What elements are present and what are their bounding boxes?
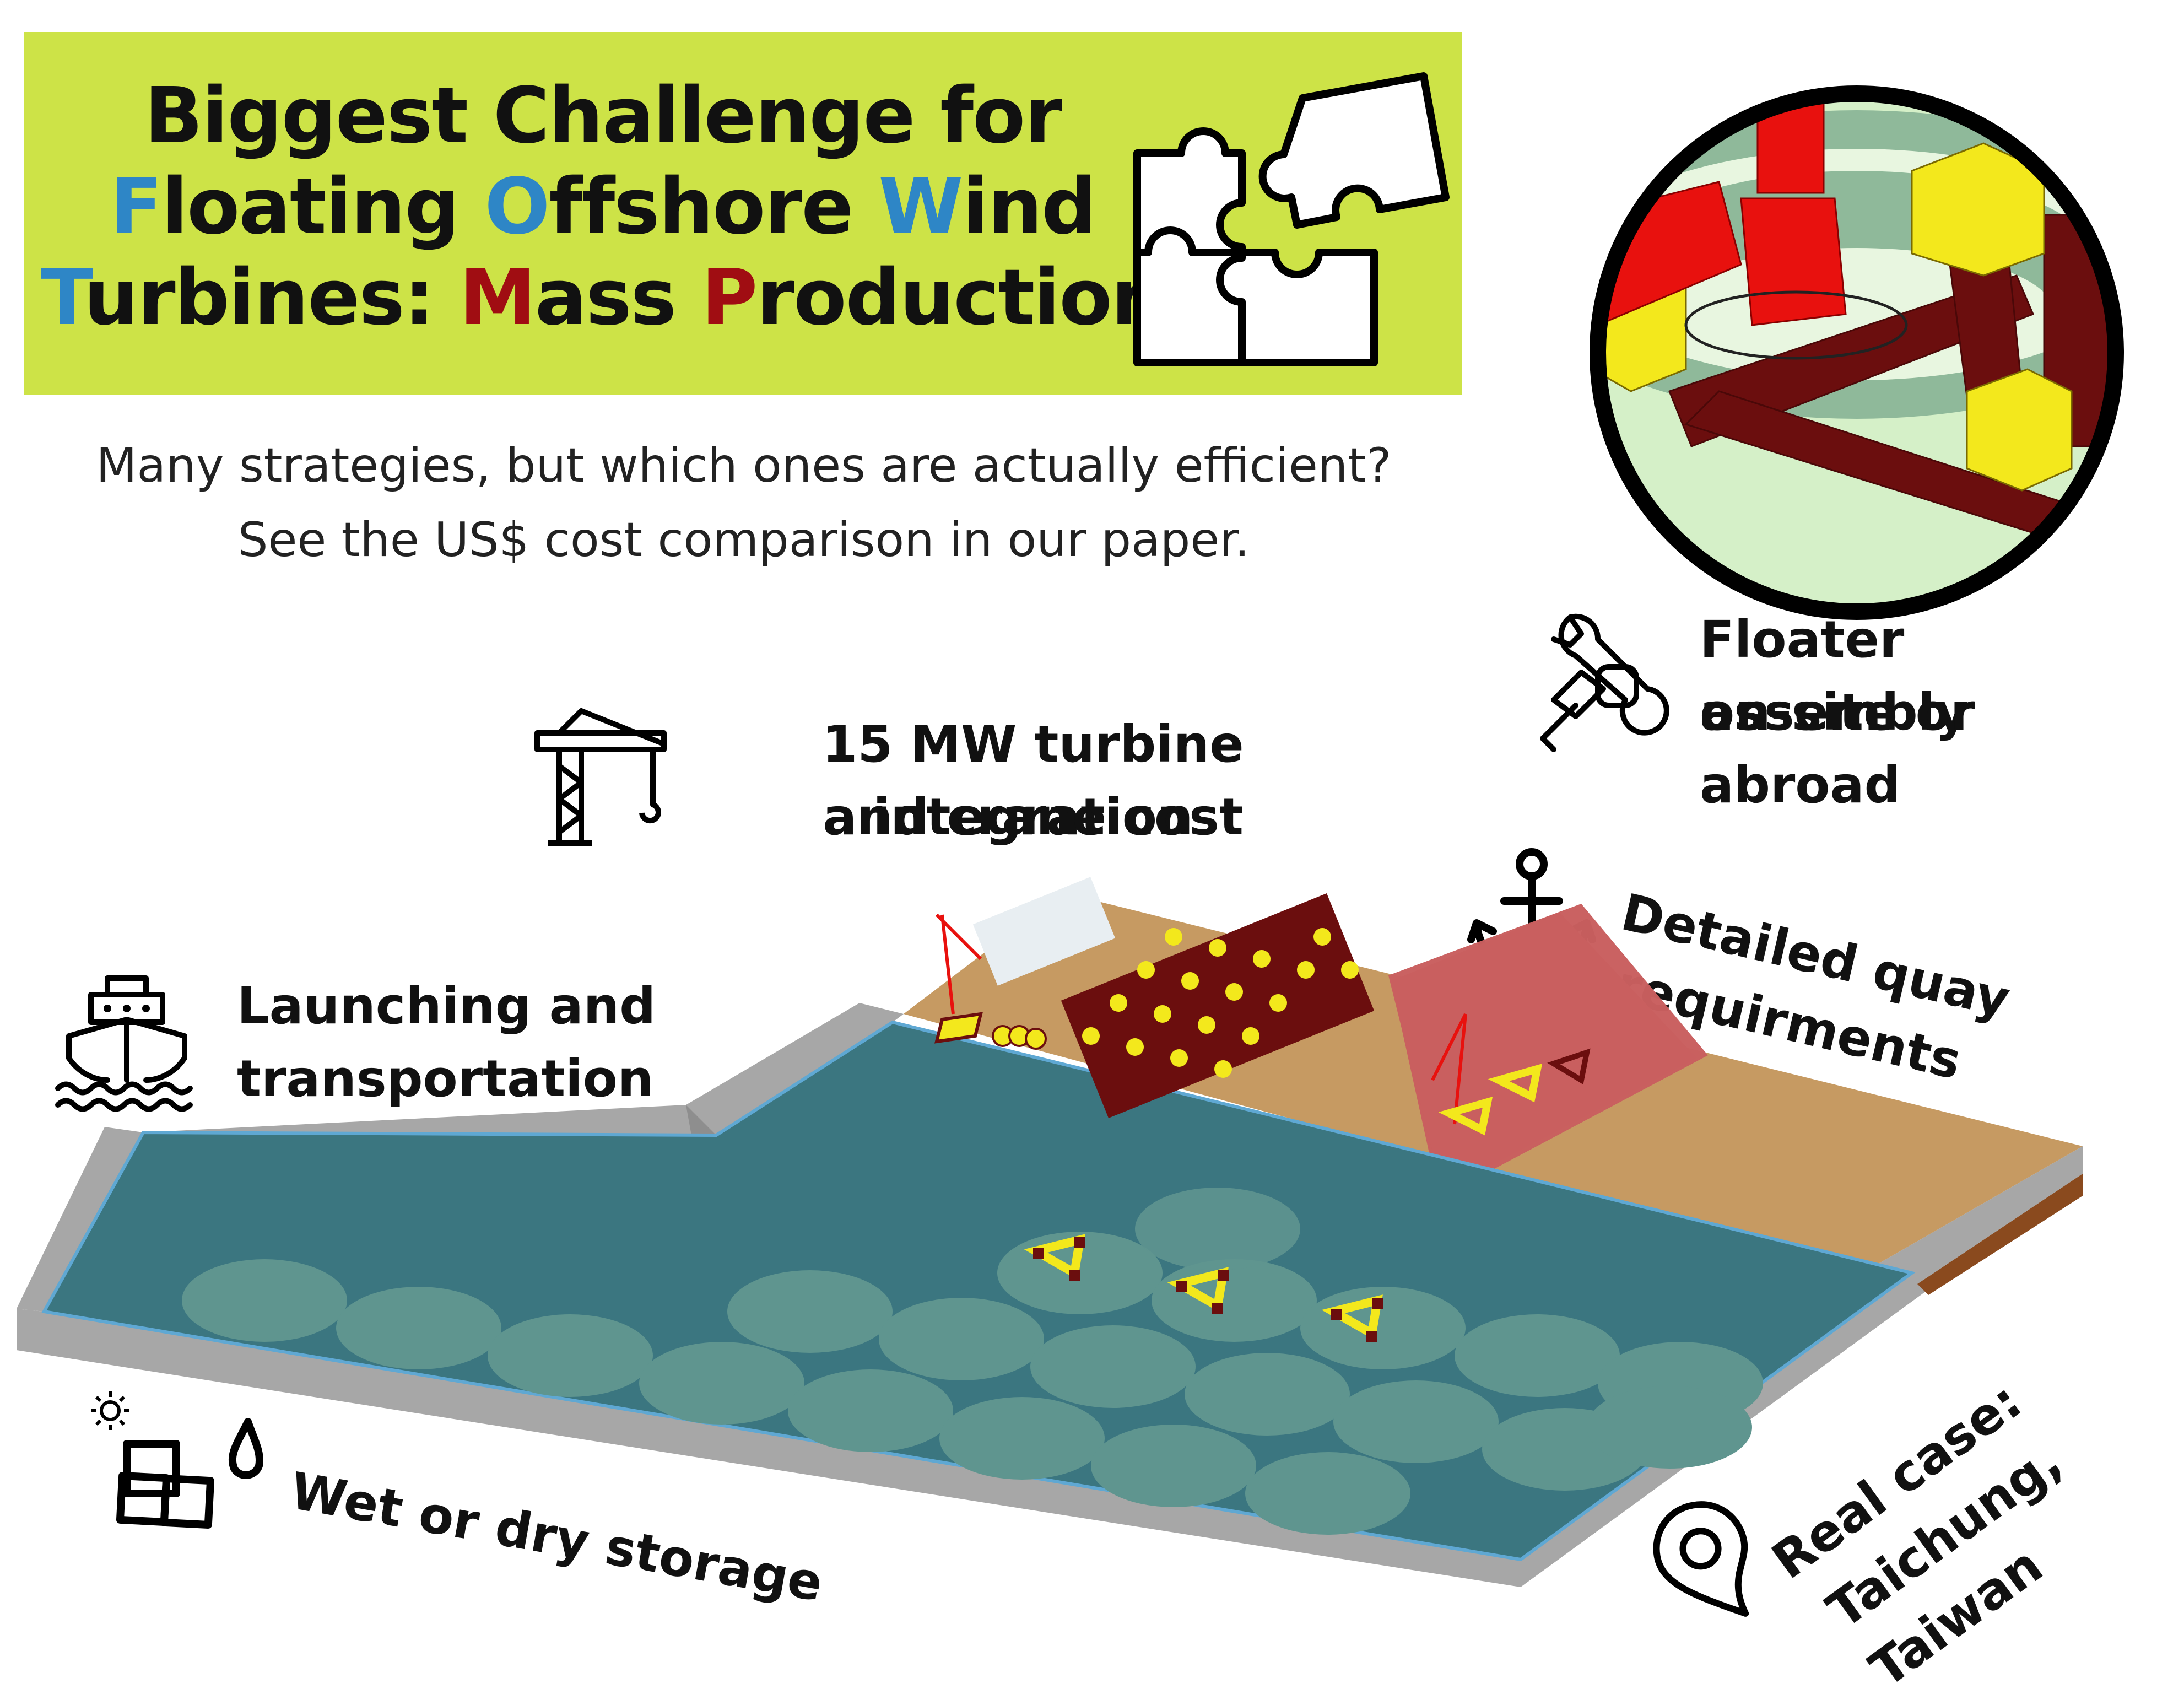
title-letter-t: T	[40, 253, 85, 343]
turbine-integration-zone	[934, 877, 1116, 1050]
title-letter-o: O	[484, 162, 550, 252]
crane-icon	[534, 708, 667, 846]
title-word: urbines:	[83, 253, 459, 343]
title-word: roduction	[756, 253, 1166, 343]
title-word: ass	[534, 253, 701, 343]
wrench-hand-icon	[1540, 613, 1669, 752]
left-wall	[17, 1127, 143, 1312]
turbine-integration-line-2: and crane cost	[823, 787, 1244, 846]
title-letter-m: M	[459, 253, 536, 343]
launching-line-1: Launching and	[237, 976, 656, 1035]
title-word: loating	[161, 162, 485, 252]
floaters-in-water	[1024, 1234, 1383, 1341]
floater-assembly-line-2: on-site or abroad	[1700, 683, 1976, 814]
launching-line-2: transportation	[237, 1049, 654, 1108]
title-line-3: Turbines: Mass Production	[24, 257, 1181, 339]
floater-render-icon	[1590, 85, 2124, 620]
title-letter-f: F	[110, 162, 163, 252]
puzzle-icon	[1133, 72, 1450, 366]
title-letter-w: W	[878, 162, 963, 252]
floaters-on-quay	[1061, 893, 1375, 1119]
storage-boxes-icon	[91, 1391, 263, 1529]
title-line-1: Biggest Challenge for	[144, 71, 1063, 161]
subtitle-line-2: See the US$ cost comparison in our paper…	[237, 512, 1250, 568]
title-word: ind	[962, 162, 1097, 252]
subtitle-line-1: Many strategies, but which ones are actu…	[96, 438, 1392, 493]
assembly-zone-turbines	[1431, 1013, 1591, 1136]
bottom-wall	[17, 1309, 1521, 1587]
turbine-integration-line-1: 15 MW turbine integration	[822, 715, 1244, 846]
title-banner: Biggest Challenge for Floating Offshore …	[24, 32, 1462, 395]
title-letter-p: P	[701, 253, 758, 343]
title-word: ffshore	[549, 162, 879, 252]
location-pin-icon	[1653, 1501, 1749, 1617]
top-wall	[143, 1003, 904, 1135]
floater-assembly-line-1: Floater assembly	[1700, 610, 1969, 742]
storage-circles	[182, 1188, 1763, 1535]
ship-icon	[55, 975, 193, 1112]
harbour-diagram	[17, 877, 2083, 1587]
title-line-2: Floating Offshore Wind	[24, 166, 1181, 249]
